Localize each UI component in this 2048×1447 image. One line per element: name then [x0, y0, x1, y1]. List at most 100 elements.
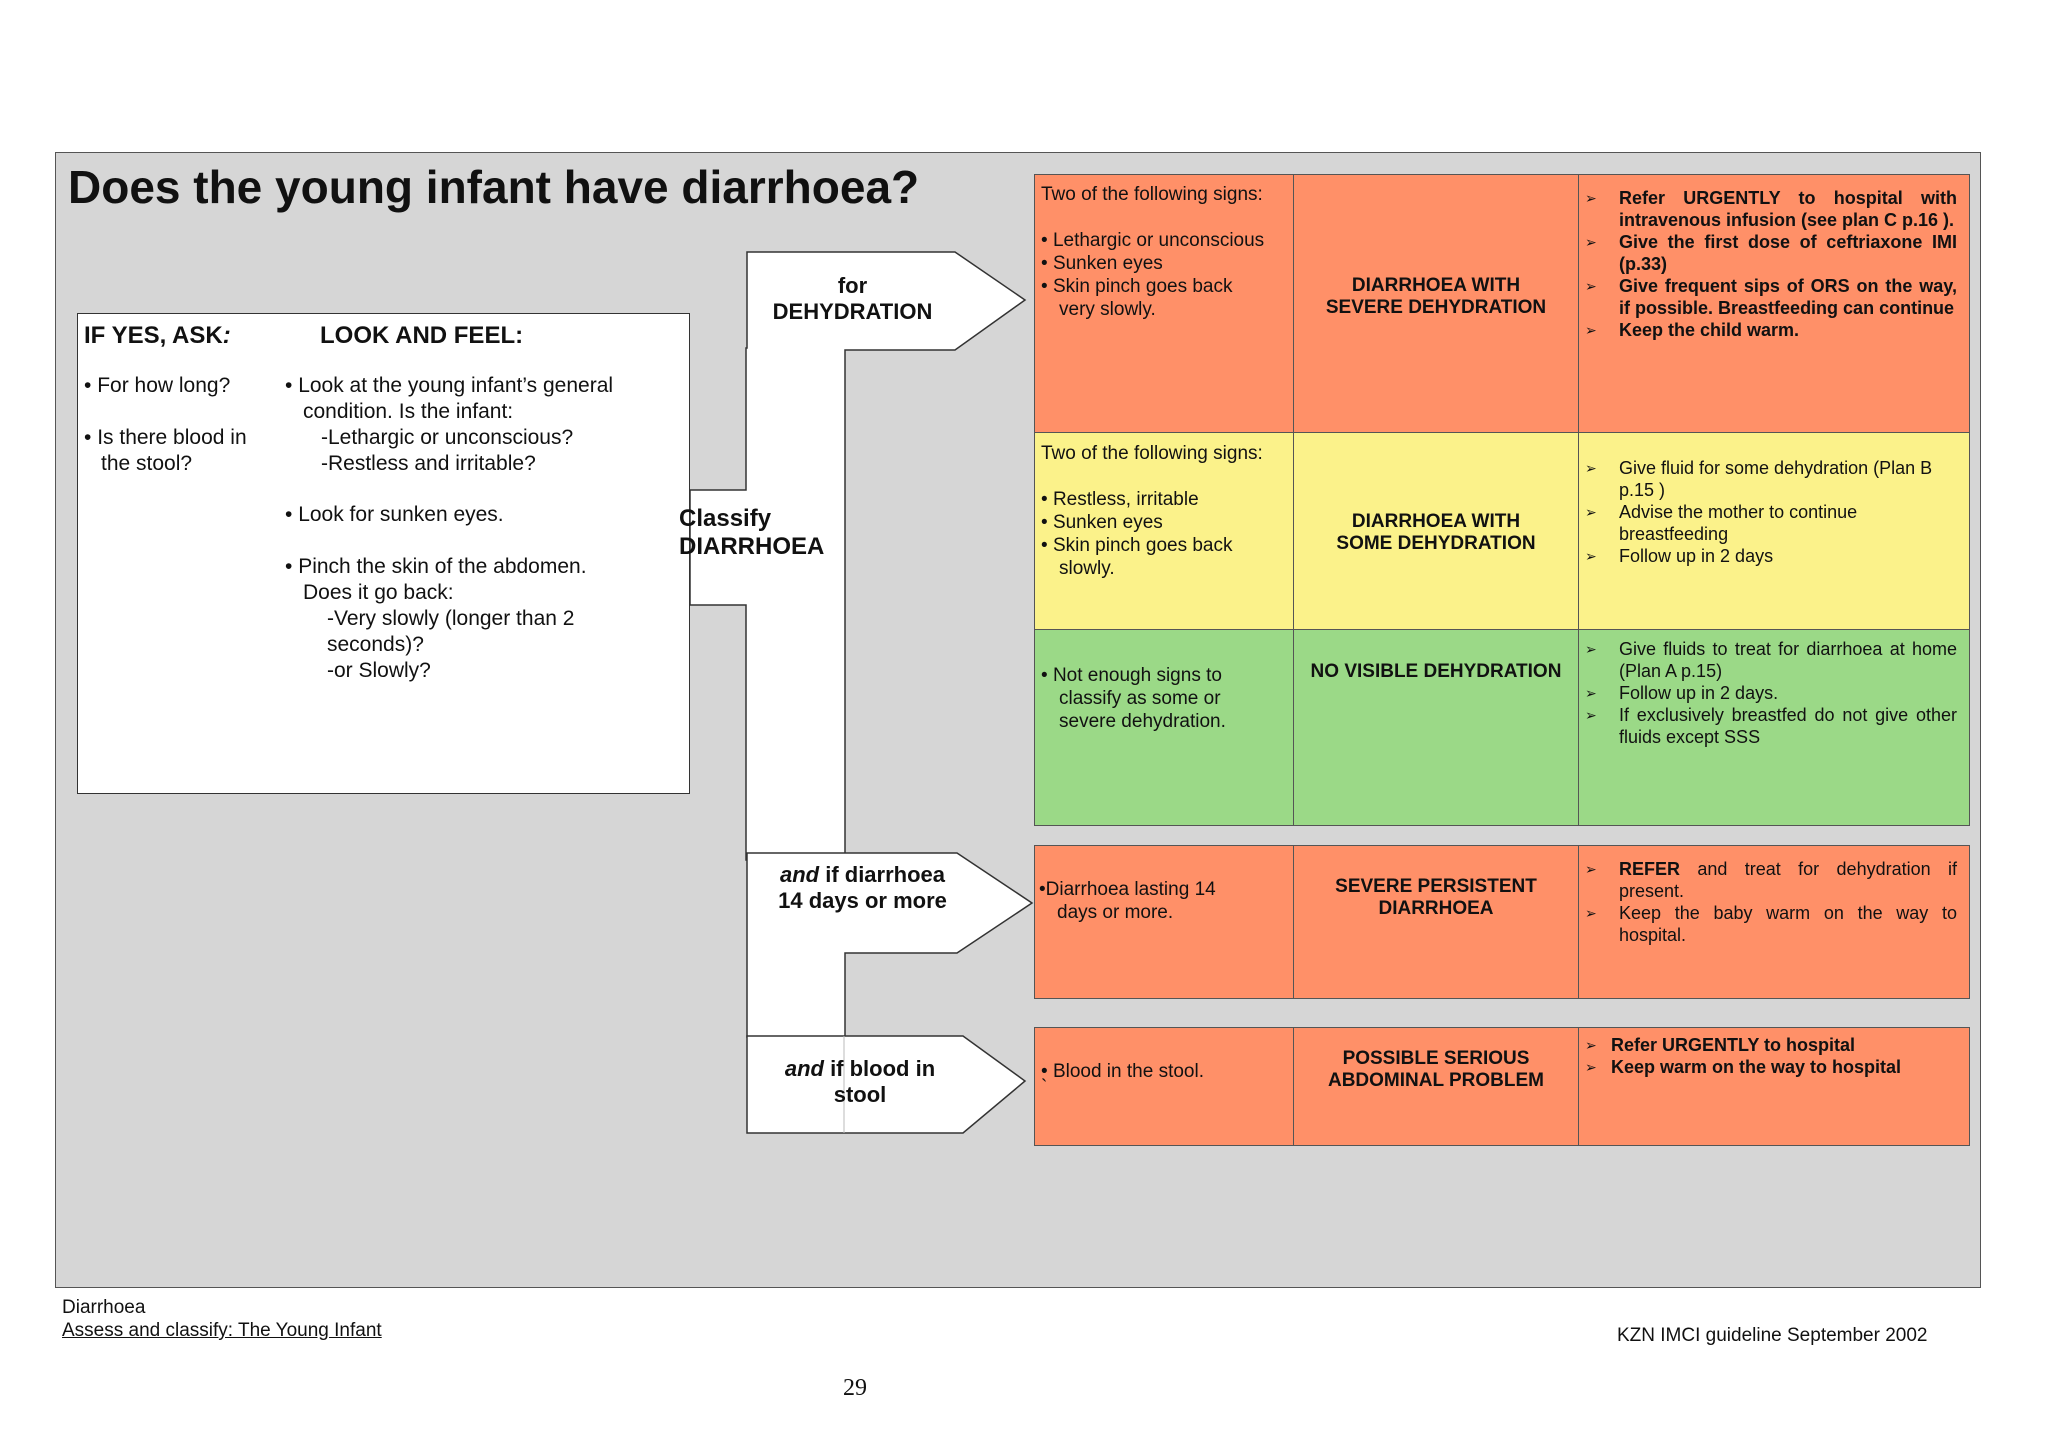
sign-text: Blood in the stool. [1052, 1061, 1204, 1082]
persist-label-2: 14 days or more [778, 888, 947, 913]
sign-text: Skin pinch goes back [1052, 276, 1233, 297]
check-text: Look for sunken eyes. [298, 503, 504, 526]
check-text: -or Slowly? [327, 659, 431, 682]
sign-text: Lethargic or unconscious [1052, 230, 1265, 251]
sign-text: very slowly. [1059, 299, 1156, 320]
if-yes-label: IF YES, ASK [84, 322, 223, 349]
diarrhoea-label: DIARRHOEA [679, 533, 825, 560]
for-dehydration-label: for DEHYDRATION [770, 273, 935, 325]
footer-section: Diarrhoea [62, 1297, 146, 1318]
treatment-item: Keep the baby warm on the way to hospita… [1579, 902, 1957, 946]
footer-subsection: Assess and classify: The Young Infant [62, 1320, 382, 1341]
signs-list: • Lethargic or unconscious • Sunken eyes… [1041, 230, 1265, 320]
question-text: Is there blood in [97, 426, 247, 449]
persist-label: if diarrhoea [819, 862, 946, 887]
sign-text: Not enough signs to [1052, 665, 1222, 686]
treatment-item: Refer URGENTLY to hospital [1579, 1034, 1959, 1056]
treatment-item: Give the first dose of ceftriaxone IMI (… [1579, 231, 1957, 275]
persistent-signs-cell: •Diarrhoea lasting 14 days or more. [1034, 845, 1294, 999]
footer-guideline: KZN IMCI guideline September 2002 [1617, 1325, 1928, 1346]
class-line: DIARRHOEA [1378, 898, 1494, 919]
sign-text: Sunken eyes [1052, 253, 1163, 274]
sign-text: Skin pinch goes back [1052, 535, 1233, 556]
none-treatment-cell: Give fluids to treat for diarrhoea at ho… [1578, 629, 1970, 826]
classify-label: Classify [679, 505, 772, 532]
class-line: ABDOMINAL PROBLEM [1327, 1070, 1545, 1091]
none-signs-cell: • Not enough signs to classify as some o… [1034, 629, 1294, 826]
severe-classification-cell: DIARRHOEA WITH SEVERE DEHYDRATION [1293, 174, 1579, 433]
check-text: seconds)? [327, 633, 424, 656]
some-signs-cell: Two of the following signs: • Restless, … [1034, 432, 1294, 630]
treatment-item: Give fluid for some dehydration (Plan B … [1579, 457, 1957, 501]
ask-look-box [77, 313, 690, 794]
check-text: Pinch the skin of the abdomen. [298, 555, 587, 578]
look-feel-heading: LOOK AND FEEL: [320, 322, 524, 349]
stray-tick: ` [1041, 1077, 1048, 1098]
check-text: Does it go back: [303, 581, 454, 604]
blood-label-2: stool [833, 1082, 887, 1107]
blood-arrow-shape [746, 1035, 1027, 1134]
for-label: for [837, 273, 868, 298]
class-line: SOME DEHYDRATION [1336, 533, 1536, 554]
treatment-item: Advise the mother to continue breastfeed… [1579, 501, 1957, 545]
treatment-item: Give fluids to treat for diarrhoea at ho… [1579, 638, 1957, 682]
sign-text: days or more. [1057, 902, 1174, 923]
check-text: Look at the young infant’s general [298, 374, 614, 397]
sign-text: Diarrhoea lasting 14 [1045, 879, 1216, 900]
treatment-item: Give frequent sips of ORS on the way, if… [1579, 275, 1957, 319]
treatment-bold: REFER [1619, 859, 1681, 879]
some-treatment-cell: Give fluid for some dehydration (Plan B … [1578, 432, 1970, 630]
signs-list: • Blood in the stool. [1041, 1061, 1204, 1082]
signs-list: • Not enough signs to classify as some o… [1041, 665, 1226, 732]
treatment-item: Keep the child warm. [1579, 319, 1957, 341]
check-text: -Restless and irritable? [321, 452, 536, 475]
blood-label: if blood in [823, 1056, 936, 1081]
page-number: 29 [843, 1375, 867, 1401]
sign-text: classify as some or [1059, 688, 1221, 709]
severe-signs-cell: Two of the following signs: • Lethargic … [1034, 174, 1294, 433]
check-sunken-eyes: • Look for sunken eyes. [285, 503, 504, 526]
check-general-condition: • Look at the young infant’s general [285, 374, 614, 397]
treatment-item: Follow up in 2 days [1579, 545, 1957, 567]
class-line: SEVERE PERSISTENT [1335, 876, 1537, 897]
blood-signs-cell: • Blood in the stool. ` [1034, 1027, 1294, 1146]
treatment-item: Keep warm on the way to hospital [1579, 1056, 1959, 1078]
classify-diarrhoea-label: Classify DIARRHOEA [679, 505, 824, 561]
persistent-diarrhoea-label: and if diarrhoea 14 days or more [760, 862, 965, 914]
treatment-item: Refer URGENTLY to hospital with intraven… [1579, 187, 1957, 231]
if-yes-colon: : [222, 322, 231, 349]
blood-classification-cell: POSSIBLE SERIOUS ABDOMINAL PROBLEM [1293, 1027, 1579, 1146]
blood-in-stool-label: and if blood in stool [760, 1056, 960, 1108]
question-how-long: • For how long? [84, 374, 231, 397]
dehydration-label: DEHYDRATION [772, 299, 933, 324]
severe-treatment-cell: Refer URGENTLY to hospital with intraven… [1578, 174, 1970, 433]
check-text: -Very slowly (longer than 2 [327, 607, 575, 630]
question-text: For how long? [97, 374, 231, 397]
check-skin-pinch: • Pinch the skin of the abdomen. [285, 555, 587, 578]
question-blood: • Is there blood in [84, 426, 247, 449]
class-line: DIARRHOEA WITH [1351, 511, 1521, 532]
blood-treatment-cell: Refer URGENTLY to hospital Keep warm on … [1578, 1027, 1970, 1146]
class-line: NO VISIBLE DEHYDRATION [1310, 661, 1562, 682]
none-classification-cell: NO VISIBLE DEHYDRATION [1293, 629, 1579, 826]
signs-lead: Two of the following signs: [1041, 443, 1263, 464]
treatment-item: If exclusively breastfed do not give oth… [1579, 704, 1957, 748]
class-line: SEVERE DEHYDRATION [1325, 297, 1547, 318]
sign-text: Restless, irritable [1052, 489, 1199, 510]
treatment-item: REFER and treat for dehydration if prese… [1579, 858, 1957, 902]
classify-arrow-shape [689, 251, 1027, 861]
and-label: and [784, 1056, 824, 1081]
sign-text: Sunken eyes [1052, 512, 1163, 533]
signs-list: • Restless, irritable • Sunken eyes • Sk… [1041, 489, 1233, 579]
and-label: and [779, 862, 820, 887]
persistent-classification-cell: SEVERE PERSISTENT DIARRHOEA [1293, 845, 1579, 999]
signs-lead: Two of the following signs: [1041, 184, 1263, 205]
class-line: DIARRHOEA WITH [1351, 275, 1521, 296]
page-title: Does the young infant have diarrhoea? [68, 161, 920, 213]
class-line: POSSIBLE SERIOUS [1342, 1048, 1530, 1069]
signs-list: •Diarrhoea lasting 14 days or more. [1039, 879, 1216, 923]
sign-text: severe dehydration. [1059, 711, 1226, 732]
check-text: -Lethargic or unconscious? [321, 426, 574, 449]
sign-text: slowly. [1059, 558, 1115, 579]
